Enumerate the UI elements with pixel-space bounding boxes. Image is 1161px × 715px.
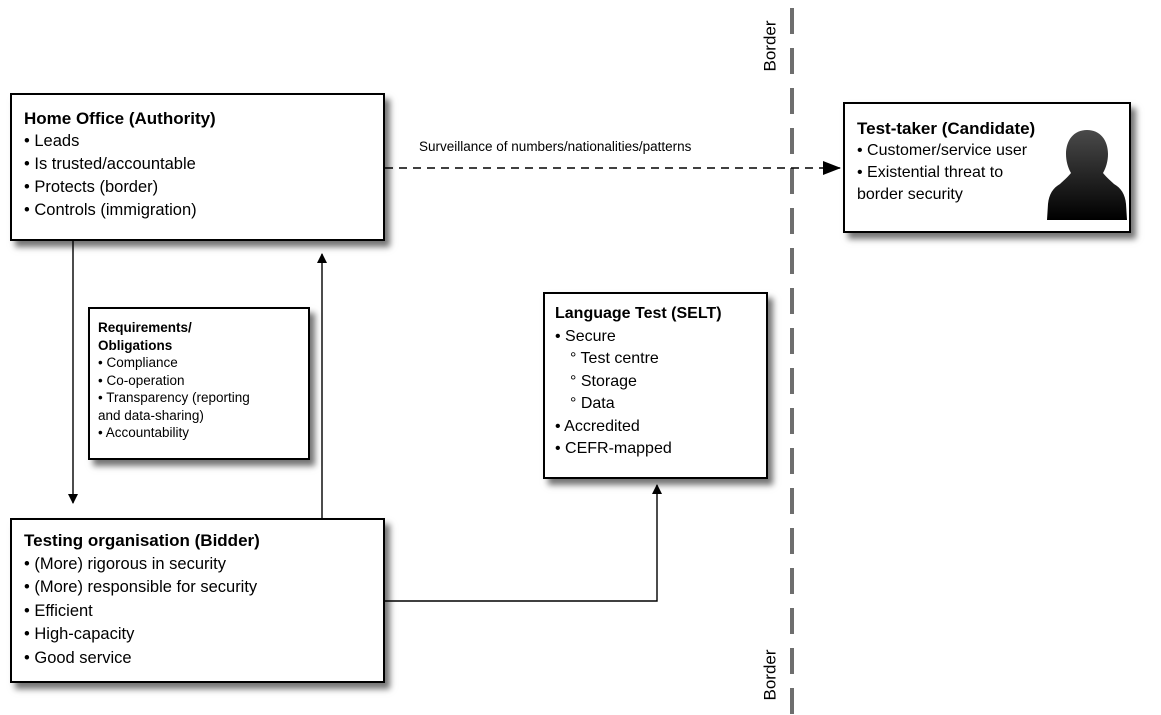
requirements-item: • Compliance: [98, 355, 178, 370]
requirements-item: and data-sharing): [98, 407, 204, 423]
home-office-box: Home Office (Authority) • Leads • Is tru…: [10, 93, 385, 241]
home-office-item: • Leads: [24, 132, 80, 150]
candidate-item: border security: [857, 186, 963, 203]
testing-organisation-item: • High-capacity: [24, 625, 135, 643]
person-silhouette-icon: [1047, 130, 1127, 220]
surveillance-label: Surveillance of numbers/nationalities/pa…: [419, 139, 692, 154]
border-label-bottom: Border: [760, 649, 780, 701]
testing-organisation-box: Testing organisation (Bidder) • (More) r…: [10, 518, 385, 683]
language-test-title: Language Test (SELT): [555, 305, 722, 322]
requirements-box: Requirements/ Obligations • Compliance •…: [88, 307, 310, 460]
candidate-title: Test-taker (Candidate): [857, 119, 1036, 138]
candidate-item: • Existential threat to: [857, 164, 1004, 181]
language-test-subitem: ° Data: [570, 395, 615, 412]
requirements-item: • Co-operation: [98, 372, 185, 388]
candidate-item: • Customer/service user: [857, 142, 1028, 159]
language-test-box: Language Test (SELT) • Secure ° Test cen…: [543, 292, 768, 479]
requirements-item: • Accountability: [98, 425, 190, 440]
language-test-item: • Accredited: [555, 417, 640, 435]
candidate-box: Test-taker (Candidate) • Customer/servic…: [843, 102, 1131, 233]
home-office-item: • Protects (border): [24, 178, 159, 196]
home-office-item: • Controls (immigration): [24, 201, 197, 219]
requirements-title-2: Obligations: [98, 337, 173, 353]
testing-organisation-title: Testing organisation (Bidder): [24, 531, 260, 550]
language-test-subitem: ° Test centre: [570, 350, 659, 367]
border-label-top: Border: [760, 20, 780, 72]
language-test-item: • CEFR-mapped: [555, 440, 672, 457]
home-office-title: Home Office (Authority): [24, 109, 216, 128]
language-test-subitem: ° Storage: [570, 372, 637, 390]
testing-organisation-item: • Efficient: [24, 601, 93, 620]
testing-organisation-item: • (More) responsible for security: [24, 578, 258, 596]
testing-organisation-item: • (More) rigorous in security: [24, 554, 226, 573]
testing-organisation-item: • Good service: [24, 648, 132, 667]
arrow-testing-to-language-test: [385, 484, 662, 602]
requirements-title: Requirements/: [98, 320, 192, 335]
language-test-item: • Secure: [555, 327, 616, 345]
home-office-item: • Is trusted/accountable: [24, 155, 196, 173]
requirements-item: • Transparency (reporting: [98, 390, 250, 405]
